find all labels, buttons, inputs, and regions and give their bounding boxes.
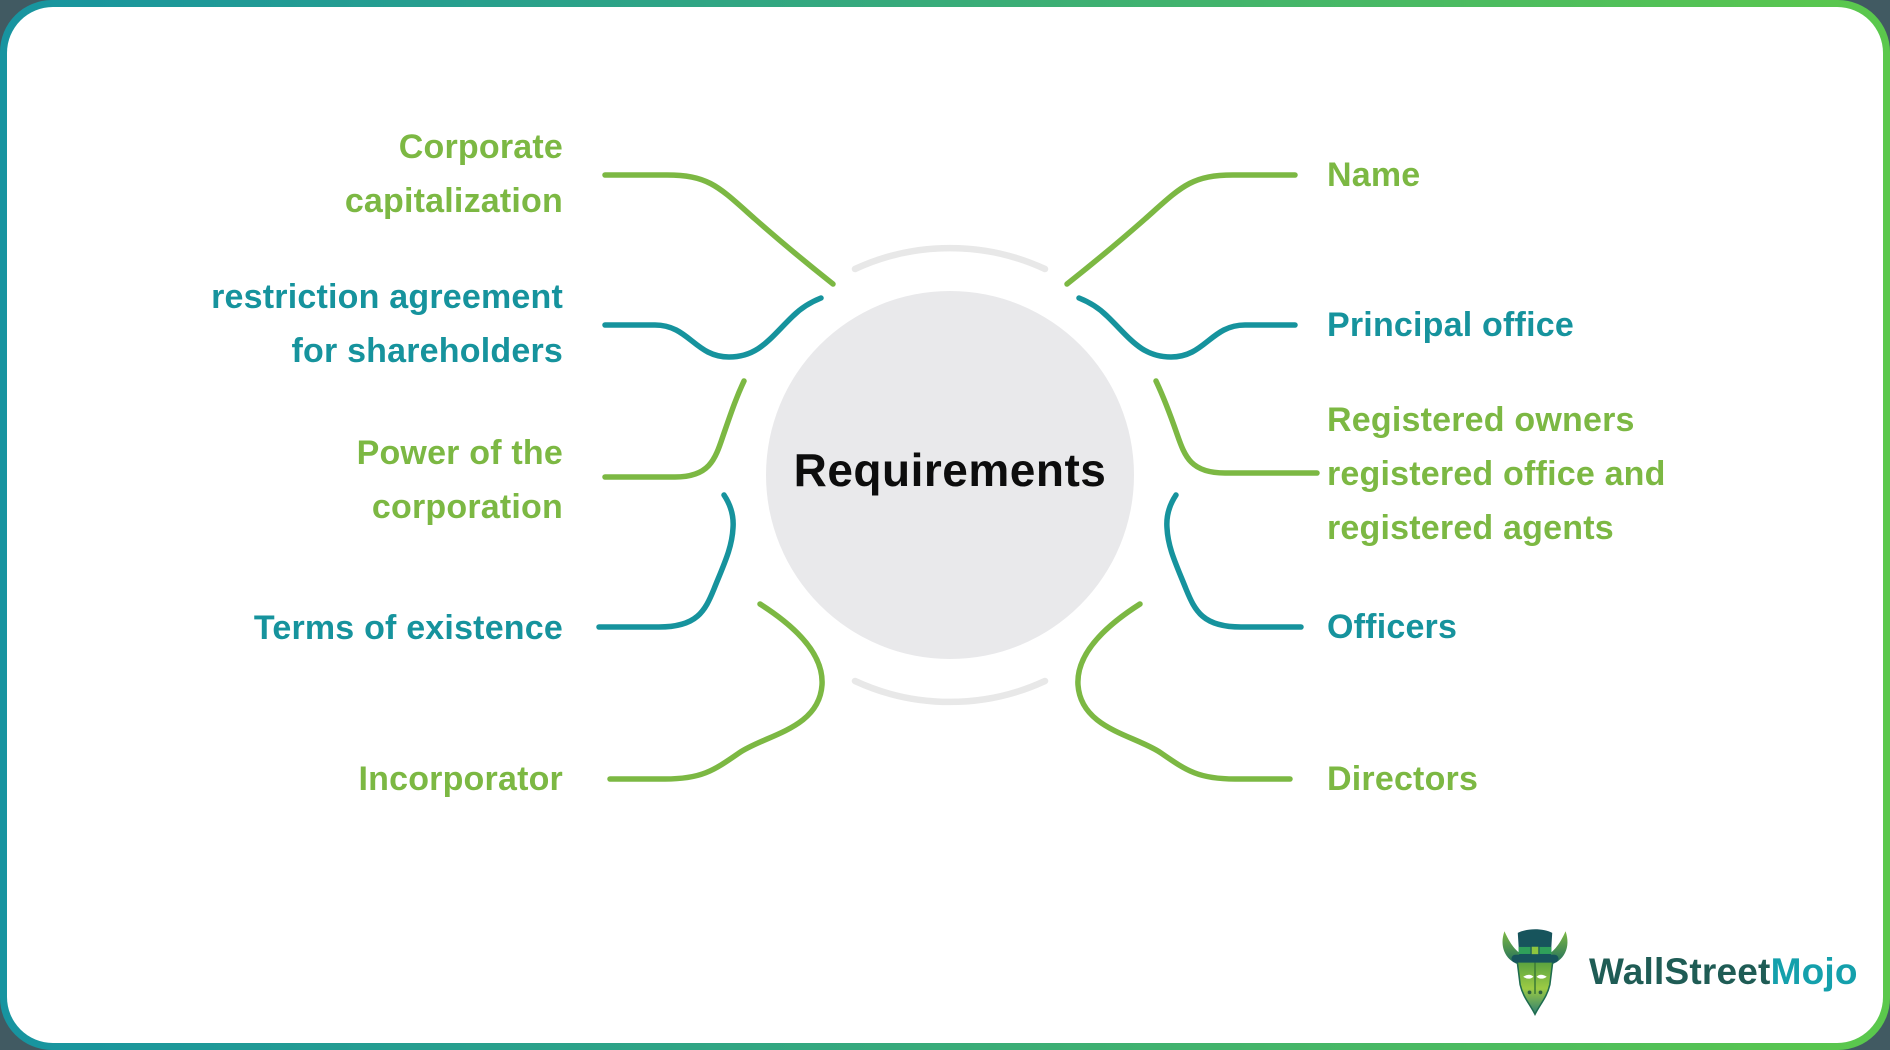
branch-label-registered-owners: Registered owners registered office and … (1327, 401, 1666, 547)
branch-label-power-of-corporation: Power of the corporation (356, 434, 563, 526)
connector-power-of-corporation (602, 378, 747, 480)
logo-text-wallstreet: WallStreet (1589, 951, 1771, 992)
branch-label-incorporator: Incorporator (358, 760, 563, 798)
ring-arc-top (851, 244, 1049, 273)
connector-incorporator (607, 601, 825, 782)
mindmap-canvas (596, 172, 1320, 782)
center-node-title: Requirements (793, 444, 1107, 496)
branch-label-restriction-agreement: restriction agreement for shareholders (211, 278, 563, 370)
wallstreetmojo-logo: WallStreetMojo (1495, 925, 1858, 1019)
logo-text-mojo: Mojo (1770, 951, 1858, 992)
branch-label-corporate-capitalization: Corporate capitalization (344, 128, 563, 220)
branch-label-terms-of-existence: Terms of existence (253, 609, 563, 647)
connector-officers (1164, 492, 1304, 630)
ring-arc-bottom (851, 677, 1049, 706)
connector-terms-of-existence (596, 492, 736, 630)
connector-name (1064, 172, 1298, 287)
connector-principal-office (1076, 295, 1298, 360)
connector-restriction-agreement (602, 295, 824, 360)
connector-corporate-capitalization (602, 172, 836, 287)
center-node-circle (766, 291, 1134, 659)
connector-directors (1075, 601, 1293, 782)
connector-registered-owners (1153, 378, 1320, 476)
branch-label-officers: Officers (1327, 608, 1458, 646)
bull-mascot-icon (1502, 929, 1568, 1017)
card-background: Requirements Corporate capitalization re… (7, 7, 1883, 1043)
branch-label-name: Name (1327, 156, 1421, 194)
logo-wordmark: WallStreetMojo (1589, 951, 1858, 993)
branch-label-directors: Directors (1327, 760, 1479, 798)
branch-label-principal-office: Principal office (1327, 306, 1574, 344)
